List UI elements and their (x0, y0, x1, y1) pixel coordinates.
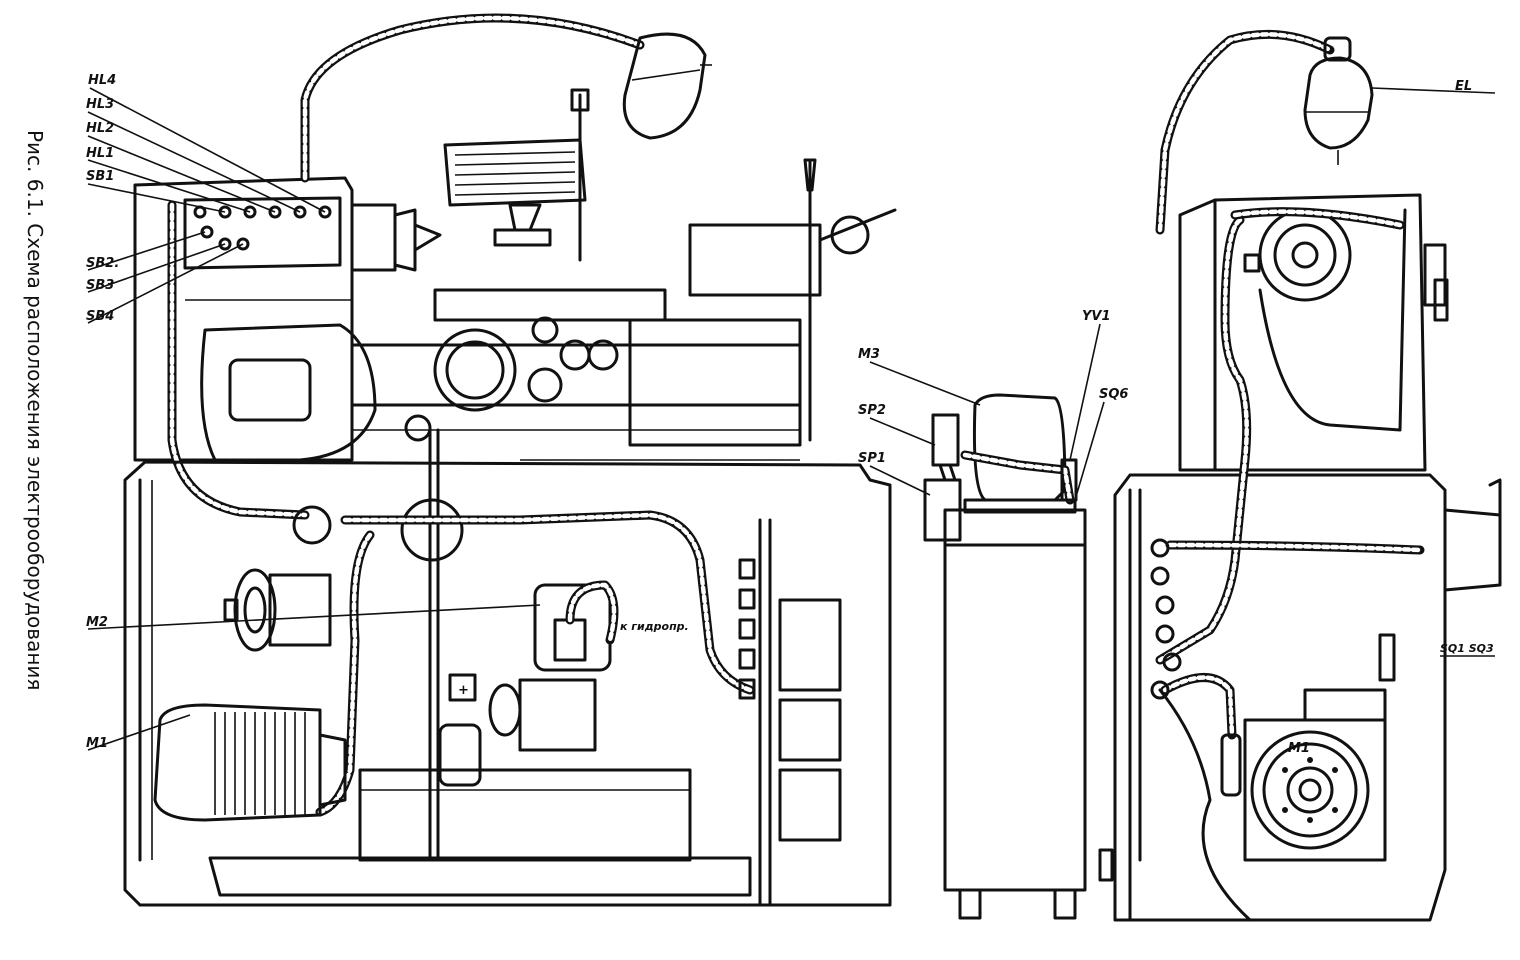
carriage (433, 288, 667, 322)
control-panel (183, 196, 342, 270)
spindle-housing (350, 203, 397, 272)
machine-front-view (123, 13, 897, 907)
hydraulic-unit (438, 673, 597, 787)
caption-text: Рис. 6.1. Схема расположения электрообор… (23, 130, 47, 690)
lamp-el (1303, 36, 1374, 165)
side-main-cable (1155, 215, 1252, 665)
handwheel-left (433, 328, 517, 412)
hydraulic-cabinet (923, 393, 1087, 920)
motor-m1-front (153, 703, 347, 822)
side-lower-base (1113, 473, 1447, 922)
label-hl2: HL2 (86, 121, 114, 136)
handwheel-center (400, 498, 464, 562)
label-hl4: HL4 (88, 73, 116, 88)
terminal-connectors (738, 558, 756, 700)
switch-sp1 (923, 478, 962, 542)
junction-box (533, 580, 619, 672)
label-sp1: SP1 (858, 451, 886, 466)
label-sq1-sq3: SQ1 SQ3 (1440, 642, 1494, 655)
machine-side-view (1098, 29, 1502, 922)
side-upper-housing (1178, 193, 1427, 472)
indicator-lamps (193, 205, 332, 251)
motor-m2 (223, 568, 332, 652)
motor-m3 (963, 393, 1077, 514)
label-m1-right: M1 (1288, 741, 1310, 756)
label-yv1: YV1 (1082, 309, 1111, 324)
switch-sp2 (931, 413, 960, 467)
headstock-cabinet (133, 176, 354, 462)
tailstock (688, 223, 822, 297)
label-plus: + (458, 683, 469, 698)
labels-left: HL4 HL3 HL2 HL1 SB1 SB2. SB3 SB4 M2 M1 к… (86, 73, 689, 751)
machine-base (123, 460, 892, 907)
label-m2: M2 (86, 615, 108, 630)
drive-housing (200, 323, 377, 462)
tool-post (443, 138, 587, 207)
lamp-left (622, 32, 712, 140)
labels-middle: M3 YV1 SQ6 SP2 SP1 (858, 309, 1128, 501)
figure-caption: Рис. 6.1. Схема расположения электрообор… (23, 130, 47, 690)
label-hydro-note: к гидропр. (620, 620, 689, 633)
label-sp2: SP2 (858, 403, 886, 418)
side-connectors (1150, 538, 1182, 700)
label-hl3: HL3 (86, 97, 114, 112)
label-sb1: SB1 (86, 169, 114, 184)
label-m1-left: M1 (86, 736, 108, 751)
label-sb3: SB3 (86, 278, 114, 293)
label-m3: M3 (858, 347, 880, 362)
label-sq6: SQ6 (1099, 387, 1128, 402)
labels-right: EL SQ1 SQ3 M1 (1288, 79, 1496, 756)
label-hl1: HL1 (86, 146, 114, 161)
limit-sensor (1220, 733, 1242, 797)
label-el: EL (1455, 79, 1472, 94)
motor-m1-side (1243, 718, 1387, 862)
